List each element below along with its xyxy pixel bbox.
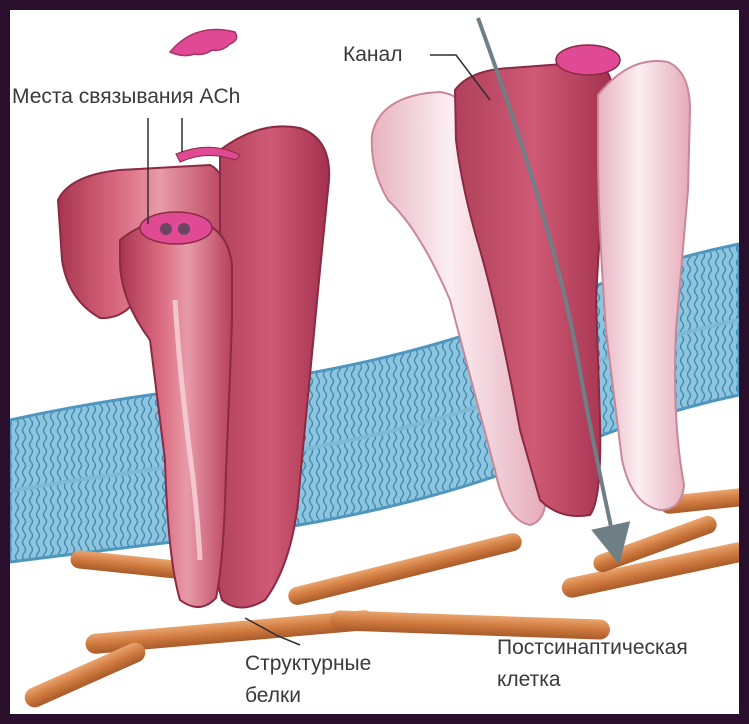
binding-site-channel: [556, 45, 620, 75]
diagram-frame: Места связывания ACh Канал Структурные б…: [10, 10, 739, 714]
binding-site-front: [140, 212, 212, 244]
label-postsynaptic-1: Постсинаптическая: [497, 636, 688, 659]
ach-molecule-icon: [170, 30, 237, 56]
label-binding-sites: Места связывания ACh: [12, 85, 240, 108]
label-structural-proteins-1: Структурные: [245, 652, 371, 675]
receptor-diagram: Места связывания ACh Канал Структурные б…: [10, 10, 739, 714]
label-channel: Канал: [343, 43, 402, 66]
label-structural-proteins-2: белки: [245, 684, 301, 707]
label-postsynaptic-2: клетка: [497, 668, 561, 691]
receptor-right-right-subunit: [598, 61, 690, 510]
